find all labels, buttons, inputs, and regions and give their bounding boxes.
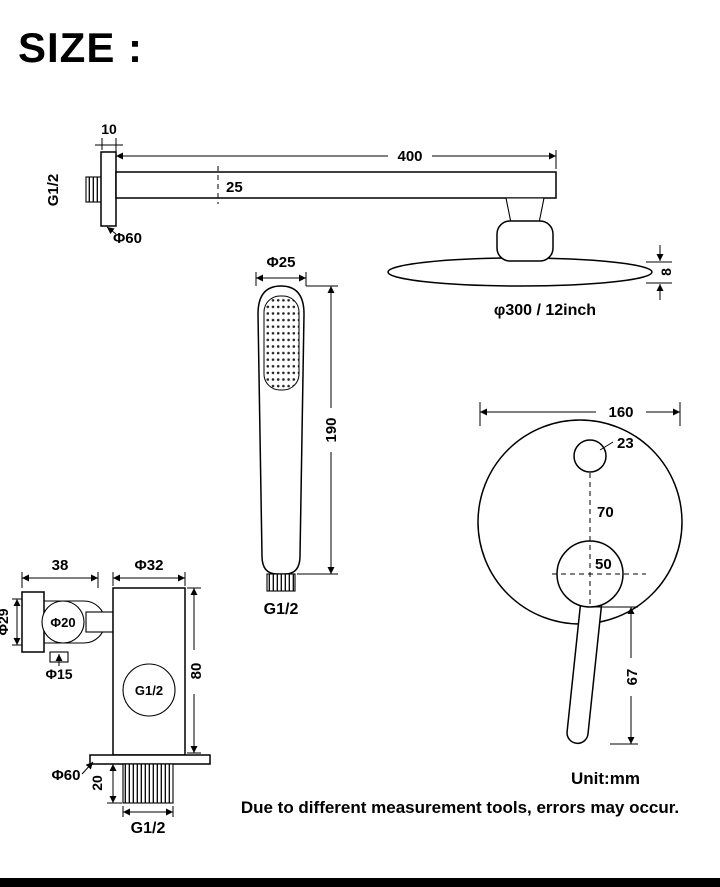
dim-knob-leader (599, 441, 614, 451)
dim-label-holder-outer: Φ29 (0, 608, 11, 635)
shower-arm-bar (115, 171, 557, 199)
arm-inlet-pipe (85, 176, 103, 203)
wall-bracket-group: 38 Φ32 Φ20 Φ29 Φ1 (0, 557, 211, 837)
dim-flange-leader (81, 761, 94, 775)
dim-head-thickness-lines (646, 245, 672, 300)
dim-wall-plate-lines (95, 138, 123, 150)
arm-flange-leader (106, 226, 117, 235)
dim-holder-outer-lines (12, 598, 22, 646)
dim-label-wand-length: 190 (323, 417, 340, 442)
dim-label-pipe-length: 20 (89, 775, 105, 791)
dim-label-wand-diameter: Φ25 (267, 254, 296, 271)
dim-label-outlet-thread: G1/2 (135, 683, 163, 698)
dim-label-holder-depth: 38 (52, 557, 69, 574)
dim-label-stem: Φ15 (45, 666, 72, 682)
arm-wall-flange (100, 151, 117, 227)
footer-unit: Unit:mm (571, 769, 640, 788)
bracket-outlet-circle (122, 663, 176, 717)
dim-holder-depth-lines (21, 572, 99, 588)
dim-label-bracket-flange: Φ60 (52, 767, 81, 784)
dim-label-valve-width: 160 (608, 404, 633, 421)
dim-label-body-height: 80 (188, 663, 205, 680)
mixer-valve-group: 160 23 70 50 67 (477, 402, 683, 745)
page-title: SIZE : (18, 24, 143, 71)
dim-label-wand-thread: G1/2 (264, 601, 299, 618)
dim-pipe-length-lines (107, 763, 122, 804)
dim-wand-diameter-lines (255, 272, 307, 286)
spray-face (263, 295, 300, 391)
bracket-flange (89, 754, 211, 765)
dim-label-arm-thread: G1/2 (45, 174, 62, 207)
dim-label-spacing: 70 (597, 504, 614, 521)
dim-label-arm-height: 25 (226, 179, 243, 196)
shower-arm-group: 10 400 25 G1/2 Φ60 8 φ300 / 12inch (45, 121, 674, 319)
bracket-pipe (122, 763, 174, 804)
dim-label-body-width: Φ32 (135, 557, 164, 574)
dim-label-handle-length: 67 (624, 669, 641, 686)
dim-label-head-thickness: 8 (658, 268, 674, 276)
footer-disclaimer: Due to different measurement tools, erro… (241, 798, 679, 817)
dim-arm-length-lines (115, 150, 557, 169)
mixer-knob-circle (573, 439, 607, 473)
dim-label-wall-plate: 10 (101, 121, 117, 137)
holder-mount-neck (85, 611, 114, 633)
dim-wand-length-lines (297, 285, 338, 575)
dim-label-holder-inner: Φ20 (50, 615, 75, 630)
hand-shower-connector (266, 573, 296, 592)
head-neck (505, 197, 545, 224)
dim-pipe-thread-lines (122, 806, 174, 817)
dim-label-pipe-thread: G1/2 (131, 820, 166, 837)
dim-label-hub: 50 (595, 556, 612, 573)
dim-label-arm-flange: Φ60 (113, 230, 142, 247)
dim-valve-width-lines (479, 402, 681, 426)
holder-plate (21, 591, 45, 653)
dim-label-arm-length: 400 (397, 148, 422, 165)
head-cap (496, 220, 554, 262)
dim-label-knob: 23 (617, 435, 634, 452)
dim-body-width-lines (112, 572, 186, 586)
dim-handle-length-lines (594, 606, 638, 745)
holder-inner-circle (41, 600, 85, 644)
bottom-bar (0, 878, 720, 887)
dim-body-height-lines (187, 587, 201, 754)
shower-head (387, 257, 653, 287)
dim-label-head-diameter: φ300 / 12inch (494, 302, 596, 319)
hand-shower-group: Φ25 190 G1/2 (255, 254, 340, 618)
